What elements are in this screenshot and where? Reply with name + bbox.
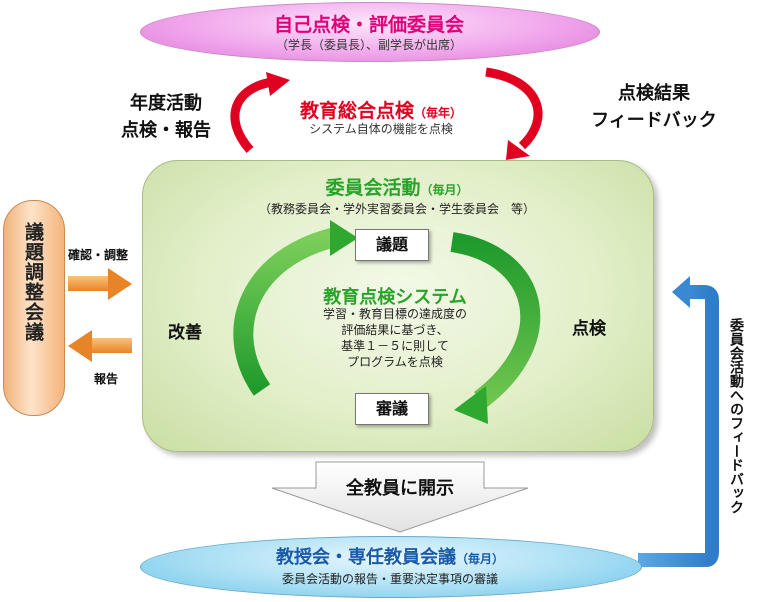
disclose-down-arrow <box>271 461 529 533</box>
blue-feedback-arrow <box>638 276 719 567</box>
report-label: 報告 <box>94 372 119 386</box>
system-description-line2: 評価結果に基づき、 <box>341 323 449 337</box>
annual-activity-label: 年度活動 点検・報告 <box>112 90 220 144</box>
agenda-coordination-pill <box>3 200 65 416</box>
faculty-meeting-ellipse <box>140 536 642 598</box>
committee-activity-frequency: （毎月） <box>420 183 469 197</box>
orange-left-arrow <box>68 330 132 362</box>
result-feedback-line2: フィードバック <box>591 110 717 131</box>
committee-activity-subtitle: （教務委員会・学外実習委員会・学生委員会 等） <box>258 202 535 216</box>
inspection-label: 点検 <box>572 319 606 339</box>
overall-inspection-subtitle: システム自体の機能を点検 <box>309 122 453 136</box>
result-feedback-line1: 点検結果 <box>618 83 690 104</box>
agenda-coordination-title: 議題調整会議 <box>22 222 44 342</box>
green-lower-cycle-arrow <box>450 232 541 424</box>
red-left-cycle-arrow <box>230 72 290 153</box>
review-box: 審議 <box>355 393 429 425</box>
annual-activity-line2: 点検・報告 <box>121 120 211 141</box>
red-right-cycle-arrow <box>485 67 543 160</box>
agenda-box: 議題 <box>355 229 429 261</box>
faculty-meeting-subtitle: 委員会活動の報告・重要決定事項の審議 <box>281 572 498 586</box>
overall-inspection-frequency: （毎年） <box>414 106 463 120</box>
committee-activity-name: 委員会活動 <box>325 177 421 199</box>
overall-inspection-title: 教育総合点検（毎年） <box>270 96 492 123</box>
faculty-meeting-title: 教授会・専任教員会議（毎月） <box>140 543 640 569</box>
faculty-meeting-frequency: （毎月） <box>455 552 504 566</box>
overall-inspection-name: 教育総合点検 <box>299 100 414 122</box>
green-upper-cycle-arrow <box>233 220 358 396</box>
education-inspection-system-description: 学習・教育目標の達成度の 評価結果に基づき、 基準１－５に則して プログラムを点… <box>280 306 510 370</box>
system-description-line1: 学習・教育目標の達成度の <box>322 307 467 321</box>
committee-ellipse <box>140 2 600 62</box>
orange-right-arrow <box>68 268 132 300</box>
education-inspection-system-title: 教育点検システム <box>323 287 467 308</box>
committee-subtitle: （学長（委員長）、副学長が出席） <box>275 38 462 52</box>
disclose-to-faculty-label: 全教員に開示 <box>346 478 454 499</box>
system-description-line4: プログラムを点検 <box>347 355 443 369</box>
committee-activity-title: 委員会活動（毎月） <box>142 173 652 200</box>
system-description-line3: 基準１－５に則して <box>341 339 449 353</box>
annual-activity-line1: 年度活動 <box>130 93 202 114</box>
improvement-label: 改善 <box>168 323 202 343</box>
faculty-meeting-name: 教授会・専任教員会議 <box>275 547 456 568</box>
committee-title: 自己点検・評価委員会 <box>273 14 464 36</box>
result-feedback-label: 点検結果 フィードバック <box>566 80 742 134</box>
confirm-adjust-label: 確認・調整 <box>68 248 129 262</box>
committee-feedback-vertical-label: 委員会活動へのフィードバック <box>728 318 744 514</box>
